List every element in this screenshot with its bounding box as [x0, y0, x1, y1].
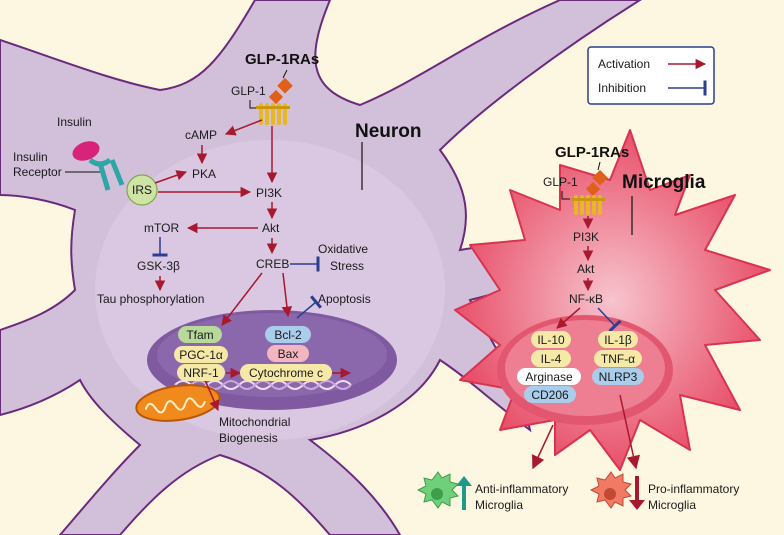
mitochondrion-cristae: [144, 397, 206, 414]
legend-box: [587, 46, 715, 105]
anti-inflammatory-label-2: Microglia: [475, 498, 523, 512]
inhibit-bcl2-apoptosis: [296, 295, 322, 319]
nrf1-pill: [177, 364, 225, 381]
pro-inflammatory-label-1: Pro-inflammatory: [648, 482, 739, 496]
insulin-receptor-label-1: Insulin: [13, 150, 48, 164]
neuron-glp1ras-label: GLP-1RAs: [245, 51, 319, 68]
legend-activation-label: Activation: [598, 57, 650, 71]
arginase-label: Arginase: [525, 370, 573, 384]
pgc1a-pill: [174, 346, 228, 363]
oxidative-label-2: Stress: [330, 259, 364, 273]
cytochrome-pill: [240, 364, 332, 381]
neuron-title: Neuron: [355, 121, 422, 142]
microglia-glp1ras-label: GLP-1RAs: [555, 144, 629, 161]
cd206-pill: [524, 386, 576, 403]
arrow-irs-pka: [154, 170, 187, 184]
microglia-pi3k-label: PI3K: [573, 230, 599, 244]
camp-label: cAMP: [185, 128, 217, 142]
inhibit-mg-nfkb-il1b: [597, 307, 622, 333]
anti-inflammatory-label-1: Anti-inflammatory: [475, 482, 568, 496]
mito-label-1: Mitochondrial: [219, 415, 290, 429]
il10-label: IL-10: [537, 333, 565, 347]
legend-inhibition-label: Inhibition: [598, 81, 646, 95]
pro-down-arrow-icon: [629, 476, 645, 510]
neuron-glp1-label: GLP-1: [231, 84, 266, 98]
cd206-label: CD206: [531, 388, 569, 402]
neuron-arrows: [154, 119, 352, 411]
microglia-title: Microglia: [622, 172, 706, 193]
cytochrome-label: Cytochrome c: [249, 366, 323, 380]
tau-label: Tau phosphorylation: [97, 292, 204, 306]
arrow-nrf1-mito: [204, 379, 220, 411]
akt-label: Akt: [262, 221, 280, 235]
bax-label: Bax: [278, 347, 299, 361]
arrow-creb-tfam: [221, 272, 263, 326]
arginase-pill: [517, 368, 581, 385]
nlrp3-pill: [592, 368, 644, 385]
glp1-receptor-icon: [256, 103, 290, 125]
apoptosis-label: Apoptosis: [318, 292, 371, 306]
mtor-label: mTOR: [144, 221, 179, 235]
microglia-glp1-bracket: [561, 191, 570, 200]
bcl2-pill: [265, 326, 311, 343]
nlrp3-label: NLRP3: [599, 370, 638, 384]
irs-node: [126, 174, 158, 206]
anti-inflammatory-microglia-icon: [416, 471, 459, 509]
mitochondrion-icon: [135, 384, 221, 422]
insulin-label: Insulin: [57, 115, 92, 129]
microglia-arrows: [532, 216, 640, 470]
creb-label: CREB: [256, 257, 289, 271]
anti-up-arrow-icon: [456, 476, 472, 510]
arrow-mg-anti-out: [532, 424, 554, 470]
arrow-glp1-camp: [225, 119, 263, 136]
arrow-mg-nfkb-il10: [556, 307, 581, 329]
arrow-creb-bcl2: [281, 272, 293, 318]
bcl2-label: Bcl-2: [274, 328, 302, 342]
pka-label: PKA: [192, 167, 216, 181]
oxidative-label-1: Oxidative: [318, 242, 368, 256]
insulin-receptor-label-2: Receptor: [13, 165, 62, 179]
tnfa-label: TNF-α: [601, 352, 635, 366]
il4-pill: [531, 350, 571, 367]
neuron-glp1-bracket: [249, 100, 258, 109]
il10-pill: [531, 331, 571, 348]
pro-inflammatory-microglia-icon: [589, 471, 632, 509]
microglia-glp1-receptor-icon: [571, 195, 605, 215]
mito-label-2: Biogenesis: [219, 431, 278, 445]
neuron-inhibitions: [152, 237, 322, 319]
il1b-pill: [598, 331, 638, 348]
microglia-akt-label: Akt: [577, 262, 595, 276]
arrow-mg-pro-out: [619, 394, 640, 470]
bax-pill: [267, 345, 309, 362]
tfam-pill: [178, 326, 222, 343]
insulin-receptor-icon: [72, 141, 125, 191]
nfkb-label: NF-κB: [569, 292, 603, 306]
il4-label: IL-4: [541, 352, 562, 366]
irs-label: IRS: [132, 183, 152, 197]
pgc1a-label: PGC-1α: [179, 348, 223, 362]
microglia-glp1ra-ligand-icon: [585, 161, 608, 197]
nrf1-label: NRF-1: [183, 366, 219, 380]
microglia-glp1-label: GLP-1: [543, 175, 578, 189]
il1b-label: IL-1β: [604, 333, 632, 347]
gsk3b-label: GSK-3β: [137, 259, 180, 273]
tnfa-pill: [594, 350, 642, 367]
pro-inflammatory-label-2: Microglia: [648, 498, 696, 512]
tfam-label: Tfam: [186, 328, 213, 342]
pi3k-label: PI3K: [256, 186, 282, 200]
